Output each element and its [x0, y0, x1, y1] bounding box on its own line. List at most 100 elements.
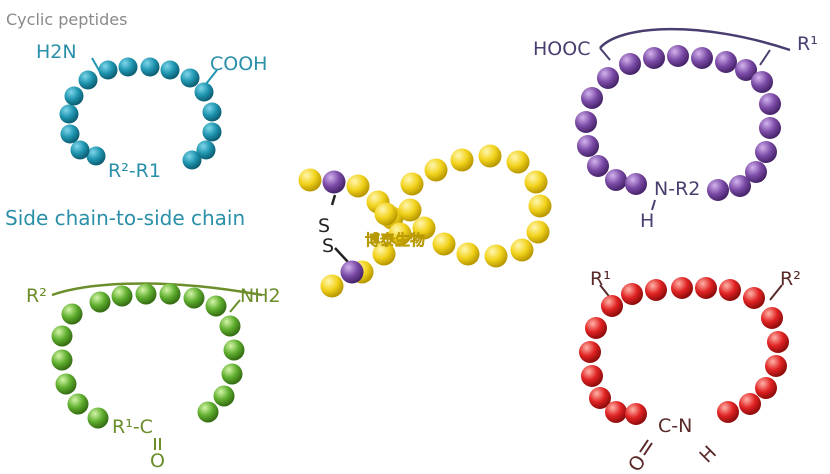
ring-bottom-label: R¹-C [112, 416, 153, 438]
left-group-label: HOOC [533, 38, 590, 60]
amino-acid-bead [625, 173, 647, 195]
ring-blue: H2N COOH R²-R1 [36, 41, 267, 182]
amino-acid-bead [223, 339, 245, 361]
disulfide-peptide: S S 博泰生物 [298, 144, 552, 298]
ring-bottom-label: C-N [658, 415, 692, 437]
amino-acid-bead [340, 260, 364, 284]
bond-line [334, 247, 349, 263]
amino-acid-bead [140, 57, 160, 77]
amino-acid-bead [743, 287, 765, 309]
bead-chain [579, 277, 789, 425]
side-chain-bridge [599, 27, 791, 52]
bead-chain [298, 144, 552, 298]
amino-acid-bead [719, 279, 741, 301]
amino-acid-bead [59, 104, 79, 124]
amino-acid-bead [739, 393, 761, 415]
amino-acid-bead [729, 175, 751, 197]
amino-acid-bead [605, 169, 627, 191]
amino-acid-bead [755, 377, 777, 399]
amino-acid-bead [61, 303, 83, 325]
amino-acid-bead [587, 155, 609, 177]
bond-line [229, 299, 241, 313]
bead-chain [59, 57, 222, 170]
sulfur-label: S [318, 215, 330, 237]
bead-chain [575, 45, 781, 201]
side-chain-title: Side chain-to-side chain [5, 206, 245, 230]
amino-acid-bead [745, 161, 767, 183]
amino-acid-bead [346, 174, 370, 198]
amino-acid-bead [581, 365, 603, 387]
amino-acid-bead [196, 140, 216, 160]
ring-red: R¹ R² C-N O H [579, 268, 801, 474]
ring-green: R² NH2 R¹-C O [26, 282, 281, 472]
amino-acid-bead [707, 179, 729, 201]
amino-acid-bead [450, 148, 474, 172]
side-chain-bridge [51, 282, 263, 297]
amino-acid-bead [180, 68, 200, 88]
bond-line [643, 442, 653, 456]
amino-acid-bead [625, 403, 647, 425]
amino-acid-bead [575, 111, 597, 133]
c-terminus-label: COOH [210, 53, 267, 75]
amino-acid-bead [60, 124, 80, 144]
amino-acid-bead [432, 232, 456, 256]
amino-acid-bead [691, 47, 713, 69]
amino-acid-bead [765, 355, 787, 377]
amino-acid-bead [118, 57, 138, 77]
amino-acid-bead [671, 277, 693, 299]
amino-acid-bead [98, 60, 118, 80]
bond-line [759, 49, 771, 66]
amino-acid-bead [298, 168, 322, 192]
amino-acid-bead [506, 150, 530, 174]
ring-bottom-label: R²-R1 [108, 160, 161, 182]
amino-acid-bead [577, 135, 599, 157]
amino-acid-bead [478, 144, 502, 168]
watermark: 博泰生物 [365, 231, 425, 249]
amino-acid-bead [400, 172, 424, 196]
amino-acid-bead [64, 86, 84, 106]
amino-acid-bead [597, 67, 619, 89]
amino-acid-bead [219, 315, 241, 337]
amino-acid-bead [589, 387, 611, 409]
bond-line [599, 47, 611, 61]
oxygen-label: O [150, 450, 165, 472]
amino-acid-bead [87, 407, 109, 429]
amino-acid-bead [183, 287, 205, 309]
amino-acid-bead [456, 242, 480, 266]
n-terminus-label: H2N [36, 41, 77, 63]
amino-acid-bead [322, 170, 346, 194]
amino-acid-bead [528, 194, 552, 218]
amino-acid-bead [751, 71, 773, 93]
amino-acid-bead [398, 198, 422, 222]
oxygen-label: O [624, 451, 651, 474]
amino-acid-bead [374, 202, 398, 226]
right-group-label: R² [780, 268, 801, 290]
amino-acid-bead [484, 244, 508, 268]
amino-acid-bead [761, 307, 783, 329]
amino-acid-bead [320, 274, 344, 298]
amino-acid-bead [78, 70, 98, 90]
amino-acid-bead [372, 242, 396, 266]
amino-acid-bead [55, 373, 77, 395]
amino-acid-bead [695, 277, 717, 299]
amino-acid-bead [51, 325, 73, 347]
amino-acid-bead [717, 401, 739, 423]
bead-chain [51, 283, 245, 429]
sulfur-label: S [322, 235, 334, 257]
amino-acid-bead [510, 238, 534, 262]
page-title: Cyclic peptides [6, 10, 127, 29]
amino-acid-bead [160, 60, 180, 80]
amino-acid-bead [524, 170, 548, 194]
amino-acid-bead [667, 45, 689, 67]
amino-acid-bead [526, 220, 550, 244]
amino-acid-bead [759, 93, 781, 115]
bond-line [769, 284, 783, 301]
bond-line [651, 199, 656, 211]
amino-acid-bead [715, 51, 737, 73]
ring-purple: HOOC R¹ N-R2 H [533, 27, 818, 232]
amino-acid-bead [601, 295, 623, 317]
amino-acid-bead [67, 393, 89, 415]
amino-acid-bead [221, 363, 243, 385]
right-group-label: R¹ [797, 33, 818, 55]
amino-acid-bead [645, 279, 667, 301]
